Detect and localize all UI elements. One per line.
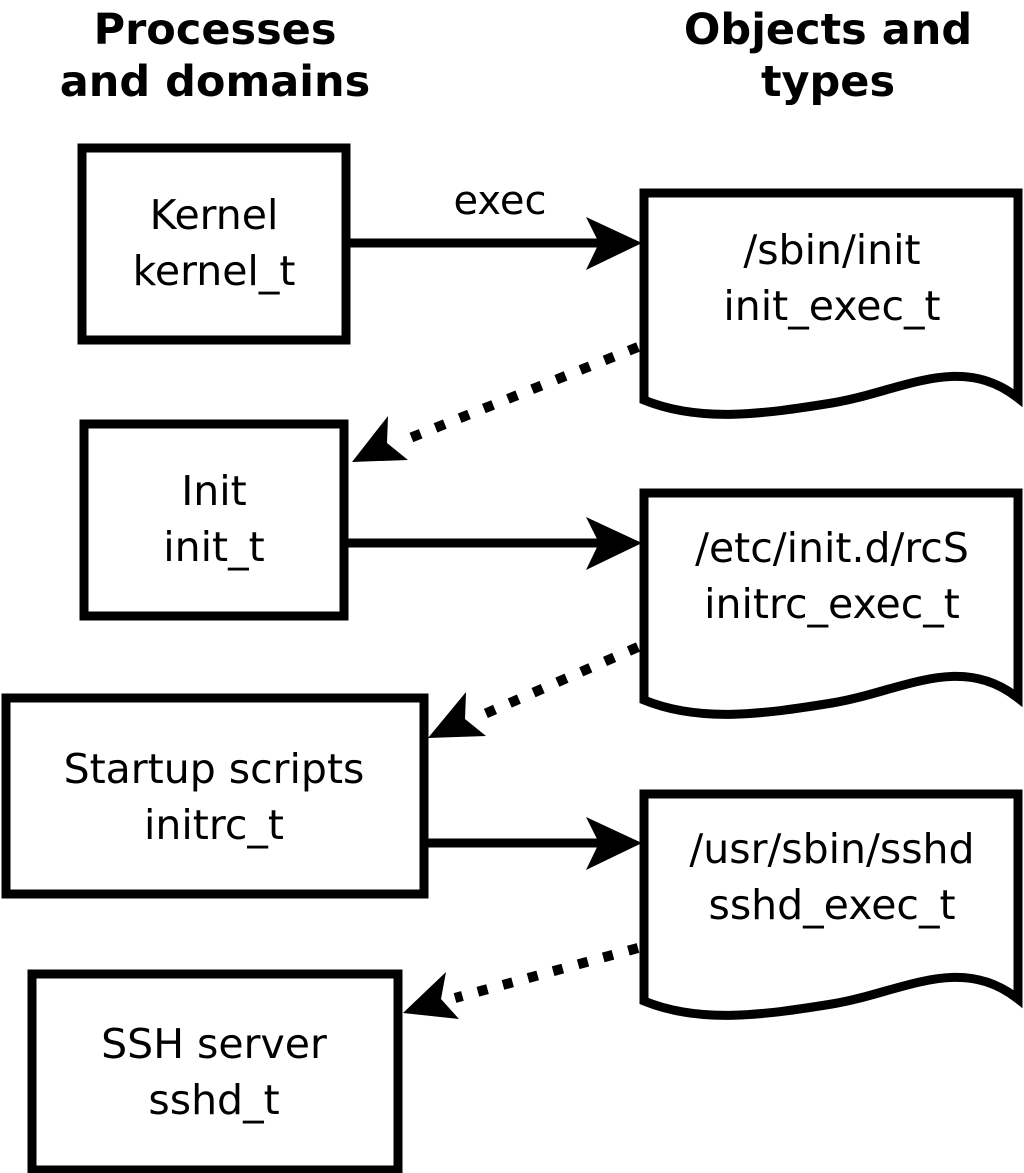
process-node-kernel-box[interactable] bbox=[77, 143, 351, 345]
object-node-sshd-exec-line1: /usr/sbin/sshd bbox=[689, 825, 974, 873]
object-node-initrc-exec-shape[interactable] bbox=[639, 488, 1023, 719]
object-node-initrc-exec[interactable]: /etc/init.d/rcS initrc_exec_t bbox=[639, 488, 1023, 719]
process-node-initrc[interactable]: Startup scripts initrc_t bbox=[1, 693, 429, 899]
column-header-processes-line2: and domains bbox=[60, 57, 370, 107]
edge-initrc-exec-sshd-arrowhead bbox=[586, 817, 642, 870]
object-node-init-exec-line1: /sbin/init bbox=[743, 226, 920, 274]
column-header-objects: Objects and types bbox=[684, 5, 972, 107]
edge-kernel-exec-init-arrowhead bbox=[586, 217, 642, 270]
column-header-processes: Processes and domains bbox=[60, 5, 370, 107]
edge-sshdexec-becomes-sshd-line bbox=[453, 943, 640, 1003]
process-node-kernel-line2: kernel_t bbox=[133, 247, 296, 295]
edge-kernel-exec-init: exec bbox=[350, 178, 642, 270]
process-node-init-line1: Init bbox=[181, 467, 247, 515]
object-node-sshd-exec-shape[interactable] bbox=[639, 789, 1023, 1020]
edge-init-exec-rcS-arrowhead bbox=[586, 517, 642, 570]
object-node-init-exec-shape[interactable] bbox=[639, 188, 1023, 419]
object-node-sshd-exec[interactable]: /usr/sbin/sshd sshd_exec_t bbox=[639, 789, 1023, 1020]
edge-initrcexec-becomes-initrc bbox=[428, 642, 641, 738]
edge-sshdexec-becomes-sshd-arrowhead bbox=[403, 972, 459, 1019]
process-node-sshd[interactable]: SSH server sshd_t bbox=[27, 969, 403, 1173]
process-node-initrc-line1: Startup scripts bbox=[64, 745, 365, 793]
process-node-sshd-line2: sshd_t bbox=[148, 1076, 279, 1124]
object-node-init-exec[interactable]: /sbin/init init_exec_t bbox=[639, 188, 1023, 419]
process-node-initrc-line2: initrc_t bbox=[144, 801, 284, 849]
edge-initrc-exec-sshd bbox=[428, 817, 642, 870]
process-node-init-line2: init_t bbox=[163, 523, 264, 571]
column-header-processes-line1: Processes bbox=[94, 5, 337, 55]
edge-sshdexec-becomes-sshd bbox=[403, 943, 640, 1019]
column-header-objects-line2: types bbox=[761, 57, 895, 107]
process-node-sshd-box[interactable] bbox=[27, 969, 403, 1173]
process-node-kernel[interactable]: Kernel kernel_t bbox=[77, 143, 351, 345]
process-node-initrc-box[interactable] bbox=[1, 693, 429, 899]
edge-initexec-becomes-init-line bbox=[398, 342, 640, 447]
object-node-initrc-exec-line2: initrc_exec_t bbox=[704, 580, 960, 628]
edge-initexec-becomes-init-arrowhead bbox=[352, 416, 408, 462]
column-header-objects-line1: Objects and bbox=[684, 5, 972, 55]
edge-initrcexec-becomes-initrc-line bbox=[477, 642, 641, 721]
process-node-sshd-line1: SSH server bbox=[101, 1020, 327, 1068]
process-node-init-box[interactable] bbox=[79, 419, 349, 621]
object-node-initrc-exec-line1: /etc/init.d/rcS bbox=[695, 524, 969, 572]
object-node-init-exec-line2: init_exec_t bbox=[723, 282, 940, 330]
edge-initexec-becomes-init bbox=[352, 342, 640, 462]
edge-initrcexec-becomes-initrc-arrowhead bbox=[428, 692, 486, 738]
edge-init-exec-rcS bbox=[348, 517, 642, 570]
edge-label-exec: exec bbox=[454, 178, 547, 224]
object-node-sshd-exec-line2: sshd_exec_t bbox=[708, 881, 955, 929]
process-node-init[interactable]: Init init_t bbox=[79, 419, 349, 621]
process-node-kernel-line1: Kernel bbox=[150, 191, 279, 239]
